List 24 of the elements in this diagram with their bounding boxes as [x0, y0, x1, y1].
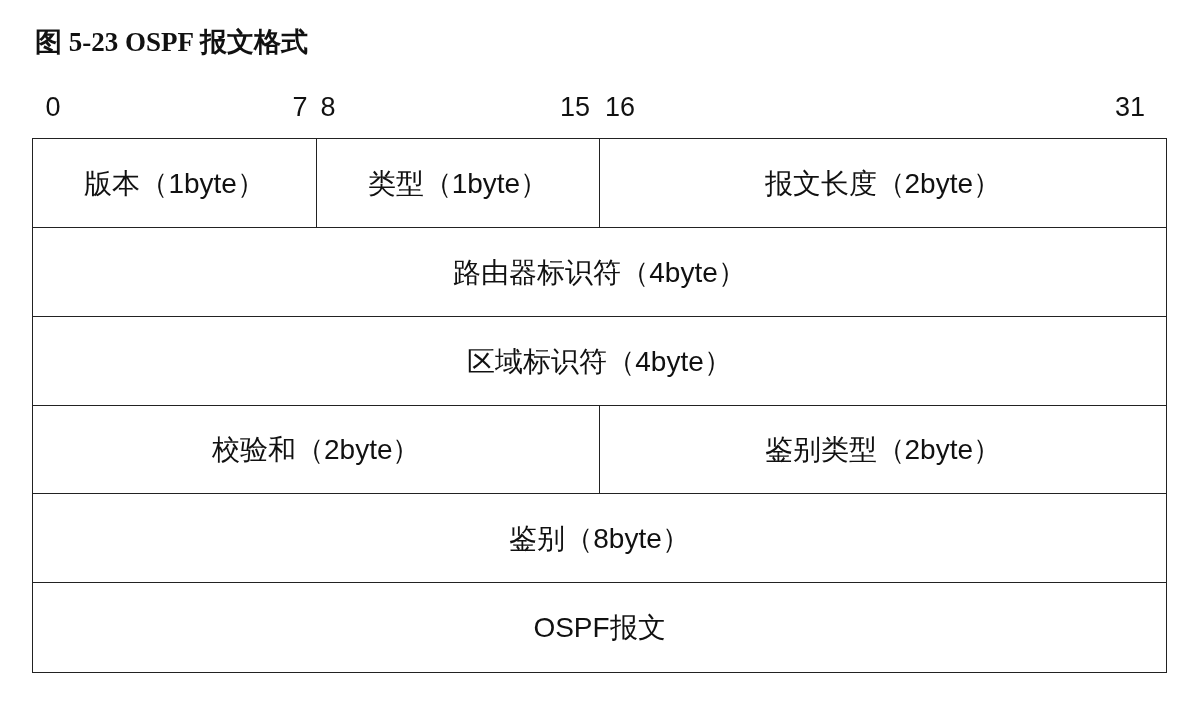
header-field — [598, 138, 1167, 229]
field-label: 路由器标识符（4byte） — [453, 255, 746, 290]
bit-position-label: 7 — [292, 92, 308, 123]
bit-position-label: 8 — [320, 92, 336, 123]
bit-position-label: 31 — [1115, 92, 1146, 123]
header-field — [32, 582, 1167, 673]
header-field — [598, 405, 1167, 495]
header-field — [32, 405, 601, 495]
header-field — [32, 493, 1167, 584]
field-label: 类型（1byte） — [367, 166, 549, 201]
field-label: 版本（1byte） — [84, 166, 265, 201]
field-label: 校验和（2byte） — [212, 433, 421, 467]
bit-position-label: 0 — [45, 92, 61, 123]
header-field — [32, 138, 317, 229]
field-label: OSPF报文 — [533, 610, 666, 645]
field-label: 报文长度（2byte） — [764, 166, 1001, 201]
field-label: 鉴别（8byte） — [509, 521, 690, 556]
figure-title: 图 5-23 OSPF 报文格式 — [35, 26, 308, 59]
bit-position-label: 15 — [560, 92, 591, 123]
header-field — [32, 227, 1167, 318]
header-field — [32, 316, 1167, 407]
bit-position-label: 16 — [605, 92, 636, 123]
field-label: 区域标识符（4byte） — [467, 344, 732, 379]
field-label: 鉴别类型（2byte） — [764, 433, 1001, 467]
